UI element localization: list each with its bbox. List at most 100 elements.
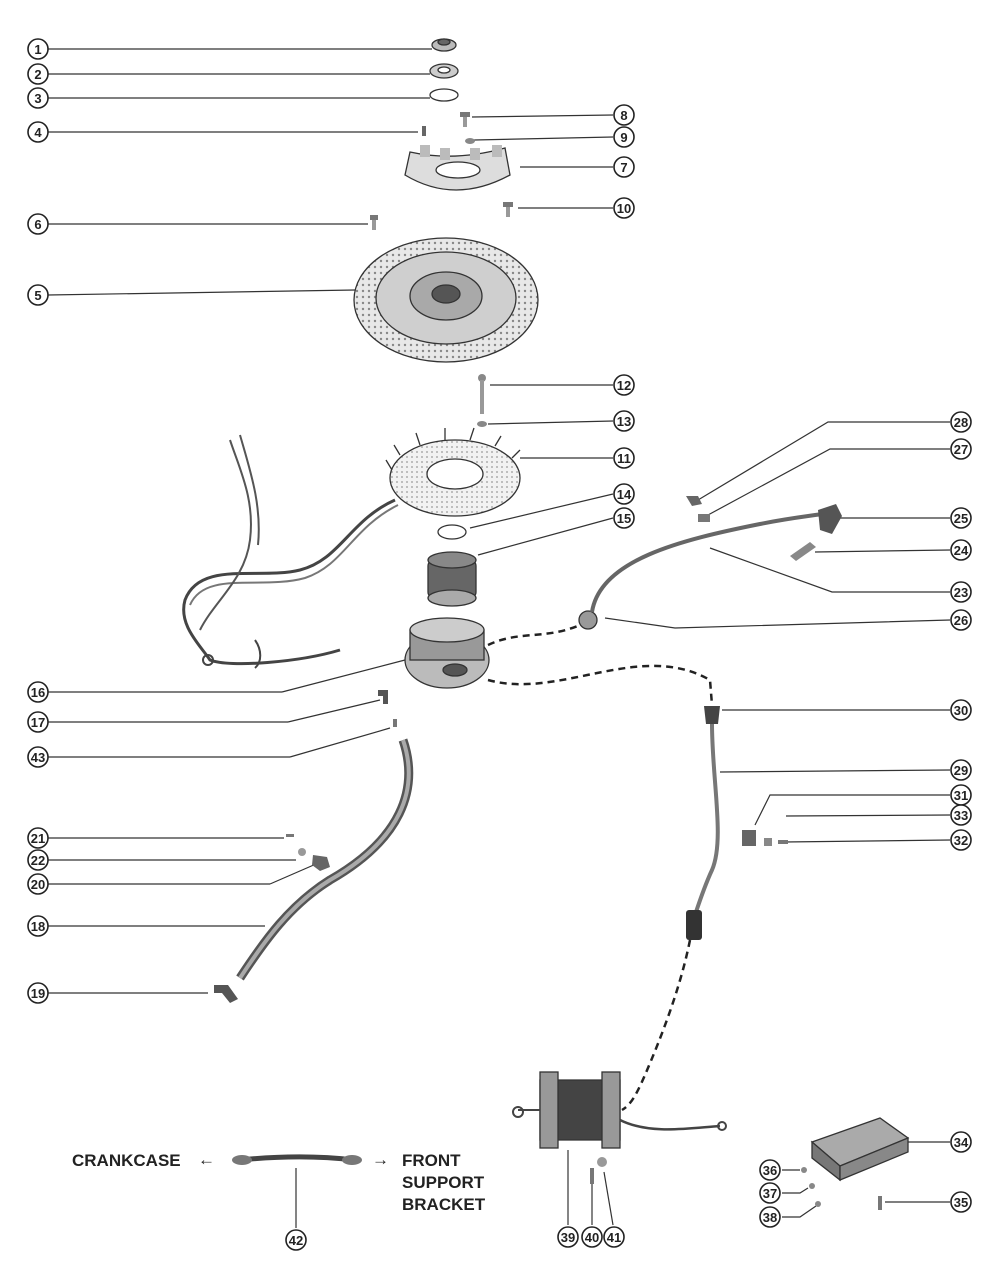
leader-lines [47, 48, 951, 1228]
svg-text:31: 31 [954, 788, 968, 803]
svg-text:23: 23 [954, 585, 968, 600]
lockwasher [465, 138, 475, 144]
trigger-assembly [404, 617, 490, 689]
callout-13: 13 [613, 410, 635, 432]
terminal-clip [686, 496, 702, 506]
elbow-fitting [378, 690, 388, 704]
callout-39: 39 [557, 1226, 579, 1248]
svg-text:28: 28 [954, 415, 968, 430]
callout-21: 21 [27, 827, 49, 849]
callout-16: 16 [27, 681, 49, 703]
svg-text:19: 19 [31, 986, 45, 1001]
callout-14: 14 [613, 483, 635, 505]
stator-wire-harness [182, 434, 399, 669]
callout-2: 2 [27, 63, 49, 85]
callout-17: 17 [27, 711, 49, 733]
callout-40: 40 [581, 1226, 603, 1248]
callout-1: 1 [27, 38, 49, 60]
dashed-wire-to-boot [487, 623, 581, 647]
svg-text:25: 25 [954, 511, 968, 526]
coil-screw [590, 1168, 594, 1184]
flywheel [353, 237, 539, 363]
box-washer [801, 1167, 807, 1173]
spark-plug-lead [590, 512, 823, 613]
svg-text:33: 33 [954, 808, 968, 823]
callout-24: 24 [950, 539, 972, 561]
box-nut [815, 1201, 821, 1207]
callout-25: 25 [950, 507, 972, 529]
callout-5: 5 [27, 284, 49, 306]
callout-9: 9 [613, 126, 635, 148]
flywheel-screw-right [503, 202, 513, 217]
svg-text:7: 7 [620, 160, 627, 175]
svg-text:43: 43 [31, 750, 45, 765]
hose-highlight [238, 739, 411, 980]
front-support-label-line1: FRONT [402, 1151, 461, 1170]
flywheel-washer [429, 63, 459, 79]
svg-text:9: 9 [620, 130, 627, 145]
callout-18: 18 [27, 915, 49, 937]
stator [385, 427, 521, 517]
svg-text:32: 32 [954, 833, 968, 848]
callout-23: 23 [950, 581, 972, 603]
svg-text:17: 17 [31, 715, 45, 730]
callout-27: 27 [950, 438, 972, 460]
svg-text:16: 16 [31, 685, 45, 700]
svg-text:26: 26 [954, 613, 968, 628]
svg-text:4: 4 [34, 125, 42, 140]
svg-text:3: 3 [34, 91, 41, 106]
ground-strap [232, 1154, 362, 1165]
callout-8: 8 [613, 104, 635, 126]
front-support-label-line3: BRACKET [402, 1195, 486, 1214]
svg-text:13: 13 [617, 414, 631, 429]
svg-text:36: 36 [763, 1163, 777, 1178]
callout-26: 26 [950, 609, 972, 631]
svg-text:20: 20 [31, 877, 45, 892]
trigger-bearing [427, 551, 477, 607]
svg-text:12: 12 [617, 378, 631, 393]
callout-10: 10 [613, 197, 635, 219]
callout-41: 41 [603, 1226, 625, 1248]
callout-32: 32 [950, 829, 972, 851]
svg-text:34: 34 [954, 1135, 969, 1150]
wire-boot [578, 610, 598, 630]
svg-text:22: 22 [31, 853, 45, 868]
svg-text:30: 30 [954, 703, 968, 718]
svg-text:27: 27 [954, 442, 968, 457]
clamp-washer [298, 848, 306, 856]
stator-screw [478, 374, 486, 414]
svg-text:1: 1 [34, 42, 41, 57]
terminal-screw [778, 840, 788, 844]
callout-11: 11 [613, 447, 635, 469]
callout-20: 20 [27, 873, 49, 895]
callout-42: 42 [285, 1229, 307, 1251]
hose-clamp [312, 855, 330, 871]
callout-29: 29 [950, 759, 972, 781]
callout-34: 34 [950, 1131, 972, 1153]
svg-text:11: 11 [617, 451, 631, 466]
front-support-label-line2: SUPPORT [402, 1173, 485, 1192]
svg-text:37: 37 [763, 1186, 777, 1201]
svg-text:14: 14 [617, 487, 632, 502]
flywheel-screw-left [370, 215, 378, 230]
callout-22: 22 [27, 849, 49, 871]
spark-plug [790, 542, 816, 561]
svg-text:2: 2 [34, 67, 41, 82]
spark-plug-cap [818, 504, 842, 534]
callout-36: 36 [759, 1159, 781, 1181]
clamp-screw [286, 834, 294, 837]
svg-text:6: 6 [34, 217, 41, 232]
svg-text:40: 40 [585, 1230, 599, 1245]
snap-ring [429, 88, 459, 102]
svg-text:24: 24 [954, 543, 969, 558]
callout-43: 43 [27, 746, 49, 768]
callout-30: 30 [950, 699, 972, 721]
callout-7: 7 [613, 156, 635, 178]
callout-31: 31 [950, 784, 972, 806]
trigger-o-ring [437, 524, 467, 540]
callout-33: 33 [950, 804, 972, 826]
svg-text:15: 15 [617, 511, 631, 526]
callout-4: 4 [27, 121, 49, 143]
svg-text:5: 5 [34, 288, 41, 303]
